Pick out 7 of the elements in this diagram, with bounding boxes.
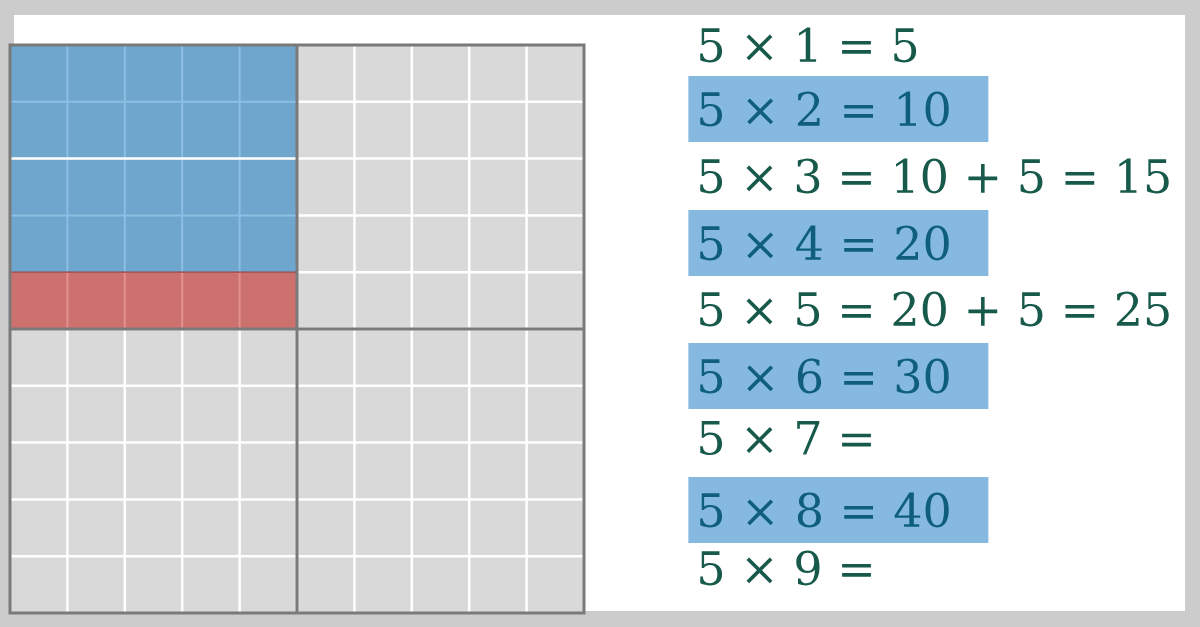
equation: 5 × 7 = xyxy=(700,420,871,456)
highlight-box: 5 × 8 = 40 xyxy=(688,477,989,543)
highlight-box: 5 × 6 = 30 xyxy=(688,343,989,409)
highlight-box: 5 × 2 = 10 xyxy=(688,76,989,142)
equation: 5 × 5 = 20 + 5 = 25 xyxy=(700,291,1169,327)
highlight-box: 5 × 4 = 20 xyxy=(688,210,989,276)
equation: 5 × 3 = 10 + 5 = 15 xyxy=(700,158,1169,194)
